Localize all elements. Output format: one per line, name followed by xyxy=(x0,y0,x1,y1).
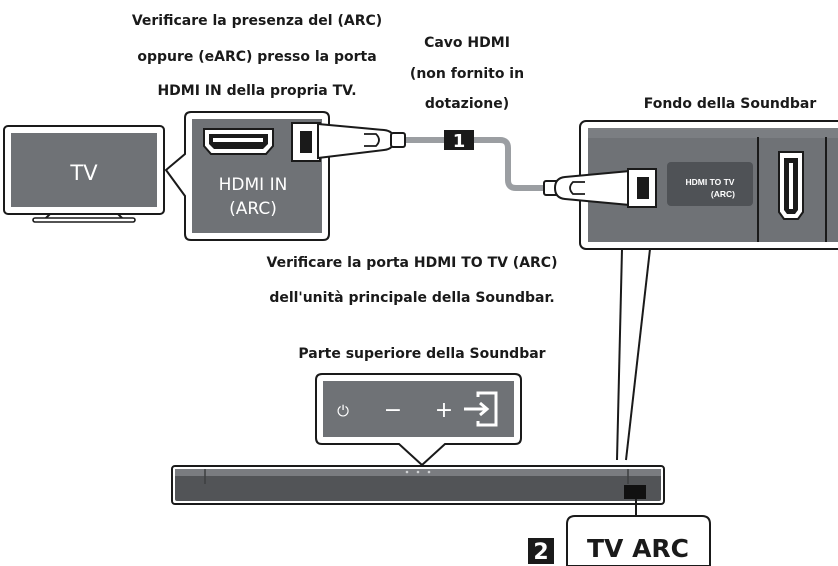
tv-label: TV xyxy=(69,161,98,185)
power-icon: ⏻ xyxy=(337,402,349,420)
tv-port-label-line1: HDMI IN xyxy=(219,175,288,195)
tv-hdmi-in-port-callout: HDMI IN (ARC) xyxy=(164,111,330,241)
callout-line-right xyxy=(625,248,651,461)
volume-up-icon: + xyxy=(435,398,453,423)
hdmi-to-tv-port-icon xyxy=(778,151,804,220)
tv-note-line1: Verificare la presenza del (ARC) xyxy=(132,13,382,29)
hdmi-cable: 1 xyxy=(400,130,553,191)
soundbar-top-buttons-callout: ⏻ − + xyxy=(315,373,522,467)
soundbar-port-note-line2: dell'unità principale della Soundbar. xyxy=(269,290,554,306)
hdmi-plug-tv-end xyxy=(291,122,406,162)
soundbar-bottom-label: Fondo della Soundbar xyxy=(644,96,817,112)
hdmi-plug-soundbar-end xyxy=(543,168,657,208)
soundbar-top-label: Parte superiore della Soundbar xyxy=(298,346,545,362)
tv-icon: TV xyxy=(3,125,165,223)
tv-note-line2: oppure (eARC) presso la porta xyxy=(137,49,376,65)
step-2-marker: 2 xyxy=(533,540,548,565)
tv-port-label-line2: (ARC) xyxy=(229,199,277,219)
step-2-marker-box: 2 xyxy=(528,538,554,565)
display-callout: TV ARC xyxy=(566,499,711,566)
soundbar-port-note-line1: Verificare la porta HDMI TO TV (ARC) xyxy=(267,255,558,271)
soundbar-display-window xyxy=(624,485,646,499)
cable-label-line3: dotazione) xyxy=(425,96,509,112)
tv-note-line3: HDMI IN della propria TV. xyxy=(157,83,356,99)
soundbar-port-label-line2: (ARC) xyxy=(711,189,735,199)
soundbar-port-label-line1: HDMI TO TV xyxy=(686,177,735,187)
source-input-icon xyxy=(464,391,498,427)
step-1-marker: 1 xyxy=(453,131,466,152)
soundbar-unit xyxy=(171,465,665,505)
cable-label-line2: (non fornito in xyxy=(410,66,524,82)
volume-down-icon: − xyxy=(384,398,402,423)
cable-label-line1: Cavo HDMI xyxy=(424,35,510,51)
callout-line-left xyxy=(616,248,623,461)
hdmi-in-port-icon xyxy=(203,128,274,155)
display-text: TV ARC xyxy=(587,534,689,563)
